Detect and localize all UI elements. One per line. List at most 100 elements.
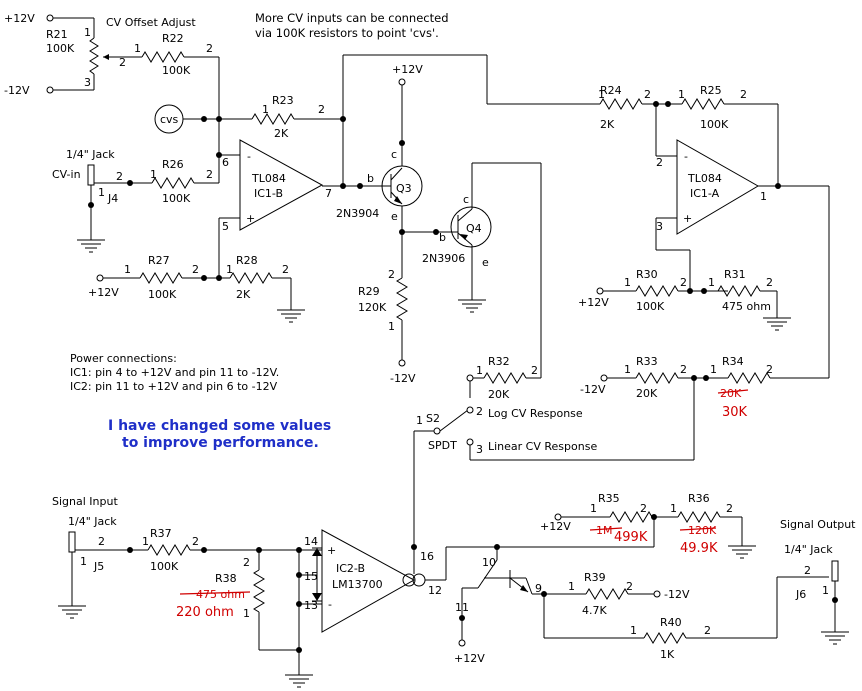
s2-switch: S2 1 SPDT 2 Log CV Response 3 Linear CV … <box>416 405 597 456</box>
svg-text:R33: R33 <box>636 355 658 368</box>
svg-text:1: 1 <box>590 502 597 515</box>
svg-text:100K: 100K <box>150 560 179 573</box>
note-more-cv-1: More CV inputs can be connected <box>255 11 449 25</box>
svg-text:2: 2 <box>531 364 538 377</box>
svg-text:100K: 100K <box>162 192 191 205</box>
svg-text:2K: 2K <box>600 118 615 131</box>
svg-text:1/4" Jack: 1/4" Jack <box>66 148 115 161</box>
svg-text:S2: S2 <box>426 412 440 425</box>
svg-text:2: 2 <box>243 556 250 569</box>
svg-text:1/4" Jack: 1/4" Jack <box>68 515 117 528</box>
svg-text:20K: 20K <box>488 388 510 401</box>
svg-text:2: 2 <box>206 168 213 181</box>
ic1a-opamp: - + TL084 IC1-A 1 3 <box>656 139 767 235</box>
svg-text:SPDT: SPDT <box>428 439 457 452</box>
svg-text:1: 1 <box>84 26 91 39</box>
svg-text:-12V: -12V <box>580 383 606 396</box>
svg-text:R38: R38 <box>215 572 237 585</box>
r26-resistor <box>151 177 195 189</box>
r28-resistor <box>229 272 273 284</box>
power-note-title: Power connections: <box>70 352 177 365</box>
svg-text:+12V: +12V <box>578 296 609 309</box>
svg-text:R31: R31 <box>724 268 746 281</box>
svg-text:2: 2 <box>644 88 651 101</box>
svg-text:+: + <box>327 544 336 557</box>
svg-text:2: 2 <box>680 276 687 289</box>
svg-text:R40: R40 <box>660 616 682 629</box>
svg-text:2: 2 <box>626 580 633 593</box>
r37-resistor <box>147 544 191 556</box>
svg-text:2: 2 <box>119 56 126 69</box>
svg-text:2: 2 <box>640 502 647 515</box>
svg-text:13: 13 <box>304 599 318 612</box>
svg-text:Linear CV Response: Linear CV Response <box>488 440 597 453</box>
r21-potentiometer <box>89 37 99 75</box>
svg-text:100K: 100K <box>162 64 191 77</box>
cv-in-jack: 1/4" Jack CV-in 1 2 J4 <box>52 148 140 253</box>
svg-text:-: - <box>684 150 688 163</box>
svg-text:10: 10 <box>482 556 496 569</box>
svg-text:499K: 499K <box>614 530 648 545</box>
svg-text:1: 1 <box>598 88 605 101</box>
svg-text:1/4" Jack: 1/4" Jack <box>784 543 833 556</box>
ic1b-opamp: - + TL084 IC1-B 6 5 7 <box>222 139 332 233</box>
svg-text:1: 1 <box>226 263 233 276</box>
svg-text:20K: 20K <box>636 387 658 400</box>
svg-text:15: 15 <box>304 570 318 583</box>
svg-text:3: 3 <box>476 443 483 456</box>
svg-text:1: 1 <box>678 88 685 101</box>
svg-text:1: 1 <box>710 363 717 376</box>
darlington-buffer <box>461 547 533 640</box>
svg-text:1: 1 <box>822 584 829 597</box>
svg-text:1K: 1K <box>660 648 675 661</box>
svg-text:1: 1 <box>98 186 105 199</box>
svg-text:11: 11 <box>455 601 469 614</box>
svg-text:49.9K: 49.9K <box>680 541 718 556</box>
svg-text:1: 1 <box>80 555 87 568</box>
r40-resistor <box>643 632 687 644</box>
svg-text:2: 2 <box>766 363 773 376</box>
svg-text:Q4: Q4 <box>466 222 482 235</box>
cvs-label: cvs <box>160 113 179 126</box>
r39-resistor <box>585 588 629 600</box>
svg-text:2: 2 <box>704 624 711 637</box>
svg-text:-: - <box>328 598 332 611</box>
q3-transistor: Q3 b c e 2N3904 <box>336 148 423 223</box>
svg-text:1: 1 <box>243 607 250 620</box>
svg-text:475 ohm: 475 ohm <box>196 588 245 601</box>
svg-text:1: 1 <box>142 535 149 548</box>
svg-text:R26: R26 <box>162 158 184 171</box>
svg-text:J5: J5 <box>93 560 104 573</box>
r23-resistor <box>251 113 295 125</box>
svg-text:2: 2 <box>476 405 483 418</box>
signal-input-jack: Signal Input 1/4" Jack 1 2 J5 <box>52 495 130 619</box>
svg-text:1: 1 <box>134 42 141 55</box>
svg-text:2N3904: 2N3904 <box>336 207 379 220</box>
svg-text:1: 1 <box>124 263 131 276</box>
svg-text:J6: J6 <box>795 588 806 601</box>
svg-text:2: 2 <box>656 156 663 169</box>
svg-text:b: b <box>439 231 446 244</box>
r34-resistor <box>727 372 771 384</box>
svg-text:30K: 30K <box>722 405 748 420</box>
svg-text:Signal Input: Signal Input <box>52 495 118 508</box>
svg-text:+: + <box>246 212 255 225</box>
svg-text:IC1-B: IC1-B <box>254 187 283 200</box>
svg-text:R37: R37 <box>150 527 172 540</box>
svg-text:R32: R32 <box>488 355 510 368</box>
svg-text:100K: 100K <box>636 300 665 313</box>
signal-output-jack: Signal Output 1/4" Jack 2 1 J6 <box>780 518 856 645</box>
svg-text:2N3906: 2N3906 <box>422 252 465 265</box>
ic2b-ota: + - IC2-B LM13700 14 15 13 16 12 <box>304 529 442 633</box>
svg-text:IC2-B: IC2-B <box>336 562 365 575</box>
svg-text:b: b <box>367 172 374 185</box>
svg-text:+12V: +12V <box>88 286 119 299</box>
svg-text:-12V: -12V <box>390 372 416 385</box>
r25-resistor <box>681 98 725 110</box>
svg-text:R35: R35 <box>598 492 620 505</box>
svg-text:TL084: TL084 <box>687 172 722 185</box>
r38-resistor <box>253 569 265 613</box>
svg-text:1: 1 <box>476 364 483 377</box>
svg-text:2: 2 <box>192 535 199 548</box>
